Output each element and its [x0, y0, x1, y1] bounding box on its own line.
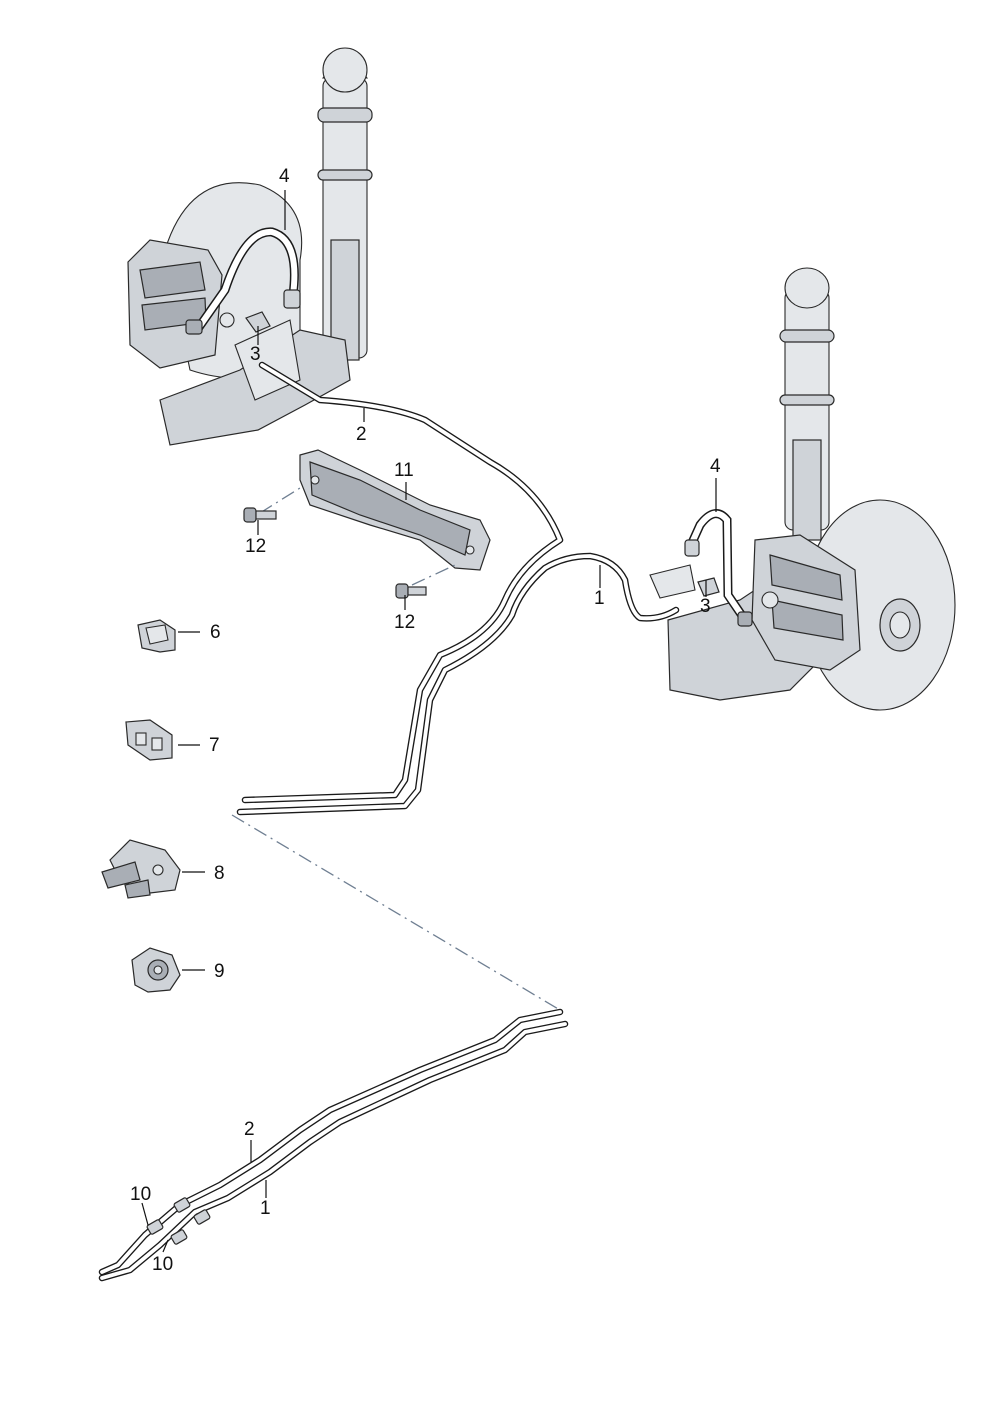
leader-lines [141, 190, 717, 1253]
callout-shield: 11 [394, 460, 414, 481]
left-wheel-assembly [127, 47, 373, 446]
callout-union-lower: 10 [152, 1254, 173, 1275]
callout-holder-9: 9 [214, 961, 225, 982]
callout-holder-6: 6 [210, 622, 221, 643]
callout-bolt-lower: 12 [394, 612, 415, 633]
callout-line-2-bottom: 2 [244, 1119, 255, 1140]
callout-holder-8: 8 [214, 863, 225, 884]
right-brake-caliper-icon [751, 534, 861, 671]
continuation-line [231, 814, 561, 1011]
right-wheel-assembly [649, 267, 956, 711]
callout-hose-right: 4 [710, 456, 721, 477]
callout-union-upper: 10 [130, 1184, 151, 1205]
bolt-upper-icon [243, 507, 277, 523]
callout-line-1-top: 1 [594, 588, 605, 609]
union-nut-icon [146, 1197, 211, 1245]
right-brake-hose-icon [684, 509, 753, 627]
left-retaining-clip-icon [219, 311, 271, 333]
bolt-lower-icon [395, 583, 427, 599]
callout-line-2-top: 2 [356, 424, 367, 445]
callout-hose-left: 4 [279, 166, 290, 187]
callout-holder-7: 7 [209, 735, 220, 756]
brake-lines [98, 361, 680, 1282]
right-shock-absorber-icon [779, 267, 835, 541]
pipe-holder-7-icon [125, 719, 173, 761]
left-brake-caliper-icon [127, 239, 223, 369]
pipe-holder-6-icon [137, 619, 176, 653]
callout-bolt-upper: 12 [245, 536, 266, 557]
pipe-holder-8-icon [101, 839, 181, 899]
pipe-holder-9-icon [131, 947, 181, 993]
heat-shield-icon [259, 449, 491, 586]
callout-clip-right: 3 [700, 596, 711, 617]
left-brake-hose-icon [185, 227, 301, 335]
callout-clip-left: 3 [250, 344, 261, 365]
left-shock-absorber-icon [317, 47, 373, 361]
right-retaining-clip-icon [649, 564, 720, 599]
callout-labels: 4 3 2 11 12 12 4 1 3 6 7 8 9 2 1 10 10 [130, 166, 721, 1275]
callout-line-1-bottom: 1 [260, 1198, 271, 1219]
